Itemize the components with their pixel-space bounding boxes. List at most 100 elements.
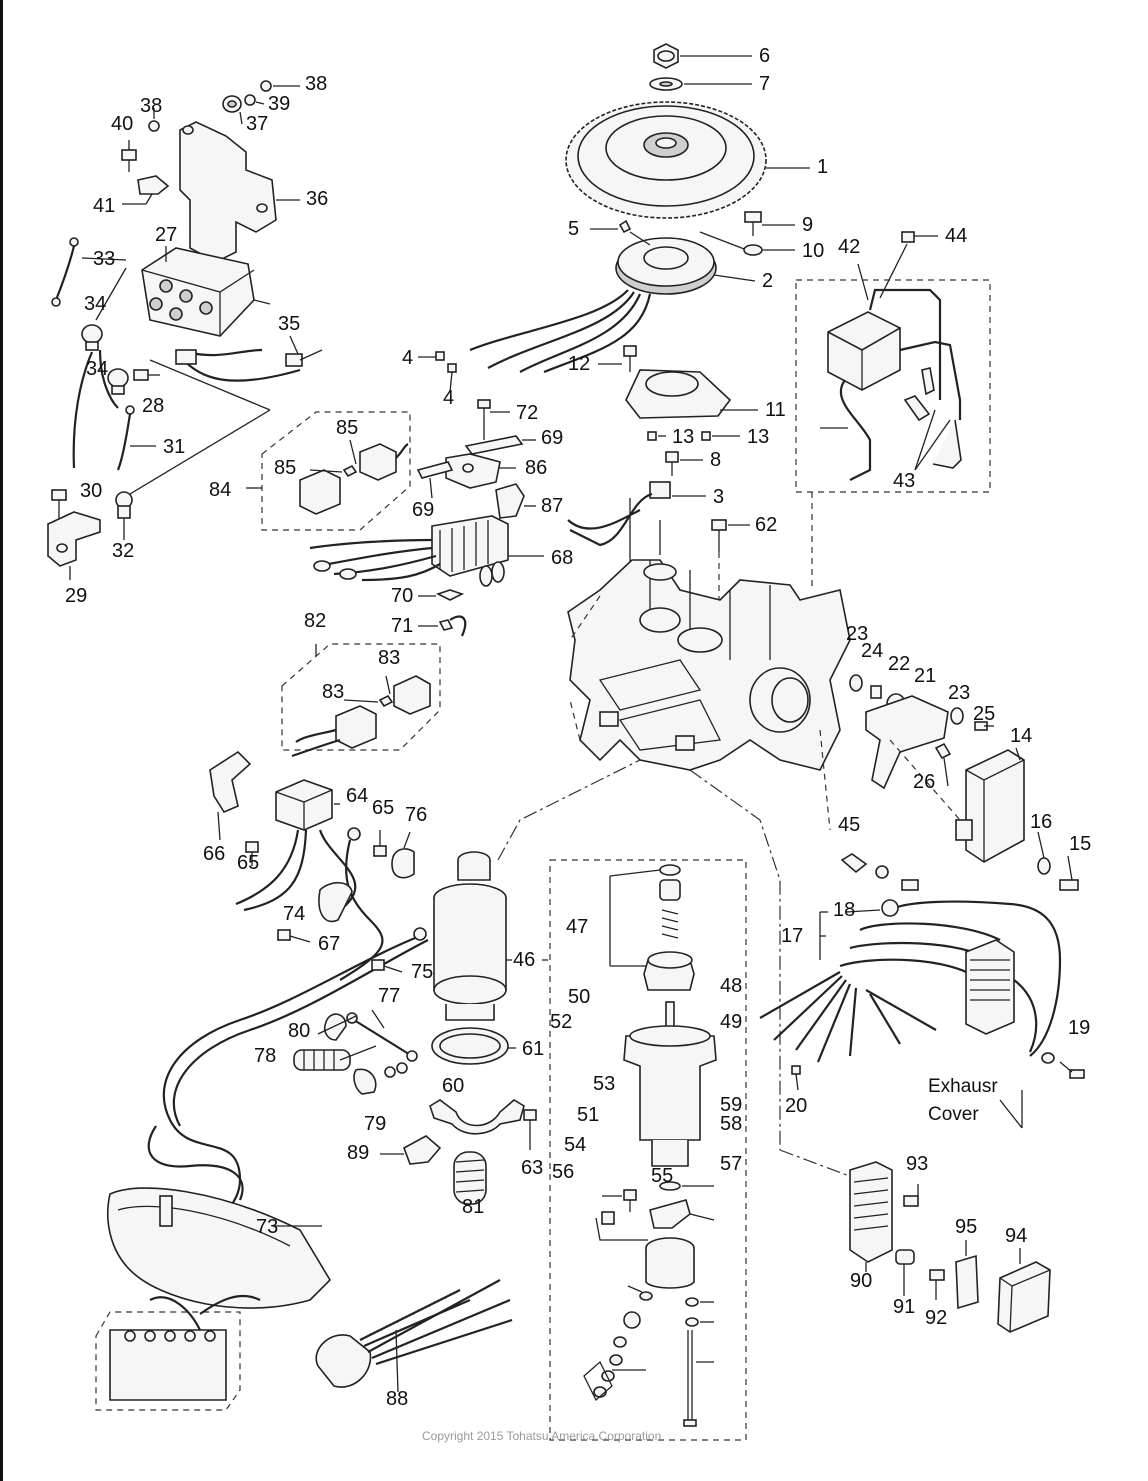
callout-label: 82 (304, 610, 326, 632)
callout-label: 47 (566, 916, 588, 938)
callout-label: 55 (651, 1165, 673, 1187)
callout-label: 21 (914, 665, 936, 687)
callout-label: 46 (513, 949, 535, 971)
callout-label: 42 (838, 236, 860, 258)
callout-label: 6 (759, 45, 770, 67)
relay-kit-82 (281, 643, 441, 758)
callout-label: 49 (720, 1011, 742, 1033)
flywheel-group (418, 43, 810, 393)
callout-label: 72 (516, 402, 538, 424)
callout-label: 38 (305, 73, 327, 95)
callout-label: 57 (720, 1153, 742, 1175)
callout-label: 20 (785, 1095, 807, 1117)
battery-cable-group (95, 927, 513, 1411)
callout-label: 52 (550, 1011, 572, 1033)
callout-label: 74 (283, 903, 305, 925)
main-harness-group (689, 729, 1085, 1150)
callout-label: 89 (347, 1142, 369, 1164)
callout-label: 8 (710, 449, 721, 471)
callout-label: 60 (442, 1075, 464, 1097)
callout-label: 84 (209, 479, 231, 501)
callout-label: 80 (288, 1020, 310, 1042)
copyright-text: Copyright 2015 Tohatsu America Corporati… (422, 1429, 661, 1443)
callout-label: 92 (925, 1307, 947, 1329)
callout-label: 64 (346, 785, 368, 807)
callout-label: 37 (246, 113, 268, 135)
starter-relay-group (209, 750, 415, 981)
callout-label: 77 (378, 985, 400, 1007)
callout-label: 25 (973, 703, 995, 725)
callout-label: 81 (462, 1196, 484, 1218)
callout-label: 36 (306, 188, 328, 210)
callout-label: 88 (386, 1388, 408, 1410)
callout-label: 53 (593, 1073, 615, 1095)
callout-label: 71 (391, 615, 413, 637)
callout-label: 9 (802, 214, 813, 236)
callout-label: 34 (84, 293, 106, 315)
callout-label: 90 (850, 1270, 872, 1292)
rectifier-group (309, 399, 544, 637)
callout-label: 27 (155, 224, 177, 246)
engine-block (567, 559, 851, 771)
callout-label: 33 (93, 248, 115, 270)
callout-label: 83 (322, 681, 344, 703)
callout-label: 7 (759, 73, 770, 95)
callout-label: 48 (720, 975, 742, 997)
callout-label: 13 (672, 426, 694, 448)
relay-kit-84 (246, 411, 411, 531)
callout-label: 45 (838, 814, 860, 836)
callout-label: 65 (372, 797, 394, 819)
callout-label: 76 (405, 804, 427, 826)
callout-label: 75 (411, 961, 433, 983)
callout-label: 79 (364, 1113, 386, 1135)
callout-label: 23 (948, 682, 970, 704)
callout-label: 17 (781, 925, 803, 947)
callout-label: 61 (522, 1038, 544, 1060)
callout-label: 85 (336, 417, 358, 439)
callout-label: 14 (1010, 725, 1032, 747)
callout-label: 78 (254, 1045, 276, 1067)
callout-label: 23 (846, 623, 868, 645)
callout-label: 16 (1030, 811, 1052, 833)
callout-label: 91 (893, 1296, 915, 1318)
regulator-group (47, 80, 323, 580)
callout-label: 43 (893, 470, 915, 492)
callout-label: 67 (318, 933, 340, 955)
callout-label: 31 (163, 436, 185, 458)
callout-label: 83 (378, 647, 400, 669)
callout-label: 26 (913, 771, 935, 793)
callout-label: 10 (802, 240, 824, 262)
callout-label: 93 (906, 1153, 928, 1175)
callout-label: 4 (443, 387, 454, 409)
callout-label: 28 (142, 395, 164, 417)
callout-label: 13 (747, 426, 769, 448)
callout-label: 94 (1005, 1225, 1027, 1247)
callout-label: 62 (755, 514, 777, 536)
callout-label: 11 (765, 399, 786, 421)
callout-label: 5 (568, 218, 579, 240)
callout-label: 1 (817, 156, 828, 178)
callout-label: 2 (762, 270, 773, 292)
callout-label: 51 (577, 1104, 599, 1126)
callout-label: 44 (945, 225, 967, 247)
callout-label: 87 (541, 495, 563, 517)
callout-label: 4 (402, 347, 413, 369)
callout-label: 56 (552, 1161, 574, 1183)
callout-label: 38 (140, 95, 162, 117)
callout-label: 29 (65, 585, 87, 607)
callout-label: 70 (391, 585, 413, 607)
callout-label: 68 (551, 547, 573, 569)
callout-label: 95 (955, 1216, 977, 1238)
callout-label: 19 (1068, 1017, 1090, 1039)
callout-label: 32 (112, 540, 134, 562)
callout-label: 12 (568, 353, 590, 375)
callout-label: 59 (720, 1094, 742, 1116)
callout-label: 40 (111, 113, 133, 135)
callout-label: 50 (568, 986, 590, 1008)
callout-label: 73 (256, 1216, 278, 1238)
callout-label: 24 (861, 640, 883, 662)
exhaust-cover-note-line2: Cover (928, 1104, 979, 1125)
callout-label: 3 (713, 486, 724, 508)
